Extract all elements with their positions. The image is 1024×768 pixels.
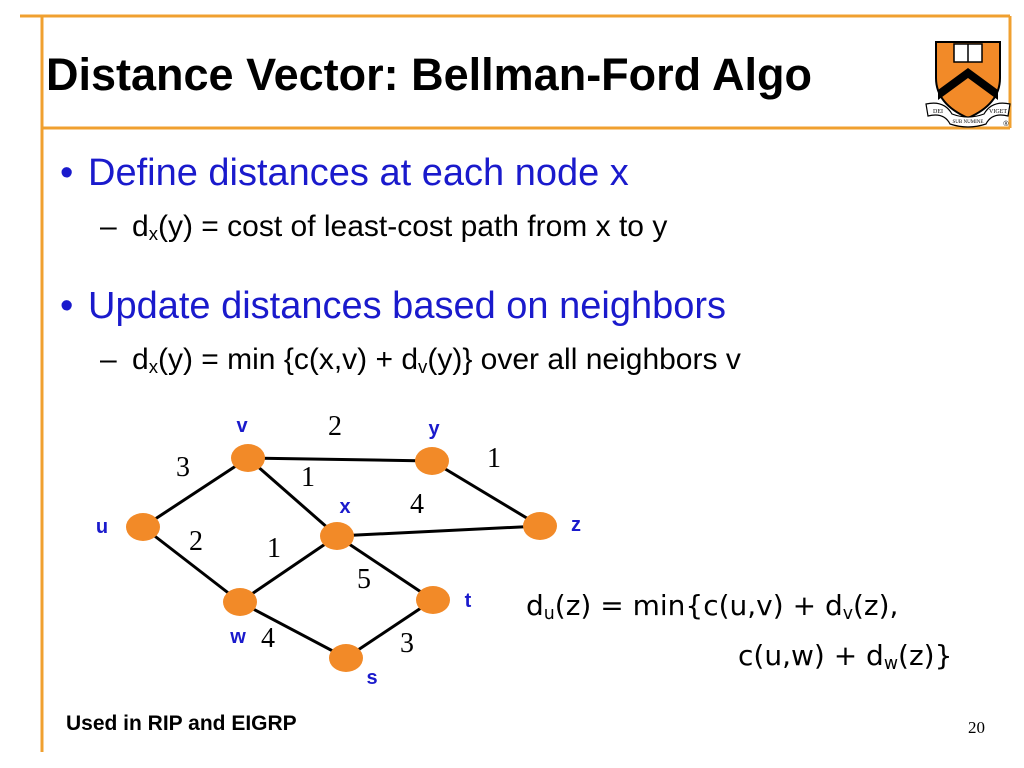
formula-line-1-prefix: d — [526, 589, 544, 622]
slide-title: Distance Vector: Bellman-Ford Algo — [46, 49, 812, 100]
sub-bullet-1-subscript: x — [148, 223, 158, 245]
slide-footer: Used in RIP and EIGRP — [66, 712, 297, 735]
crest-motto-ribbon — [925, 102, 1011, 128]
sub-bullet-2-subscript2: v — [418, 356, 428, 378]
sub-bullet-2-mid: (y) = min {c(x,v) + d — [157, 343, 419, 376]
formula-line-2: c(u,w) + dw(z)} — [738, 639, 953, 673]
sub-bullet-1: –dx(y) = cost of least-cost path from x … — [100, 210, 668, 245]
sub-bullet-2-rest: (y)} over all neighbors v — [427, 343, 741, 376]
bullet-2-text: Update distances based on neighbors — [88, 285, 727, 327]
sub-bullet-dash: – — [100, 343, 117, 376]
sub-bullet-1-prefix: d — [132, 210, 149, 243]
formula-line-2-sub1: w — [883, 653, 899, 674]
crest-motto-mid: SUB NUMINE — [953, 120, 984, 125]
formula-line-1: du(z) = min{c(u,v) + dv(z), — [526, 589, 899, 623]
formula-line-2-prefix: c(u,w) + d — [738, 639, 884, 672]
princeton-crest-logo: DEI SUB NUMINE VIGET ® — [925, 41, 1011, 128]
bullet-1-text: Define distances at each node x — [88, 152, 629, 194]
sub-bullet-2: –dx(y) = min {c(x,v) + dv(y)} over all n… — [100, 343, 741, 378]
page-number: 20 — [968, 718, 985, 737]
crest-motto-left: DEI — [933, 109, 943, 115]
bullet-dot: • — [60, 152, 74, 194]
crest-motto-right: VIGET — [989, 109, 1007, 115]
bullet-dot: • — [60, 285, 74, 327]
bullet-2: • Update distances based on neighbors — [60, 287, 726, 325]
formula-line-2-rest: (z)} — [898, 639, 953, 672]
sub-bullet-2-prefix: d — [132, 343, 149, 376]
sub-bullet-1-rest: (y) = cost of least-cost path from x to … — [157, 210, 668, 243]
bullet-1: • Define distances at each node x — [60, 154, 629, 192]
formula-line-1-rest: (z), — [853, 589, 899, 622]
sub-bullet-dash: – — [100, 210, 117, 243]
crest-chevron — [938, 68, 998, 100]
sub-bullet-2-subscript: x — [148, 356, 158, 378]
crest-registered-mark: ® — [1003, 120, 1009, 128]
formula-line-1-mid: (z) = min{c(u,v) + d — [554, 589, 843, 622]
formula-line-1-sub2: v — [842, 603, 853, 624]
formula-line-1-sub1: u — [543, 603, 555, 624]
